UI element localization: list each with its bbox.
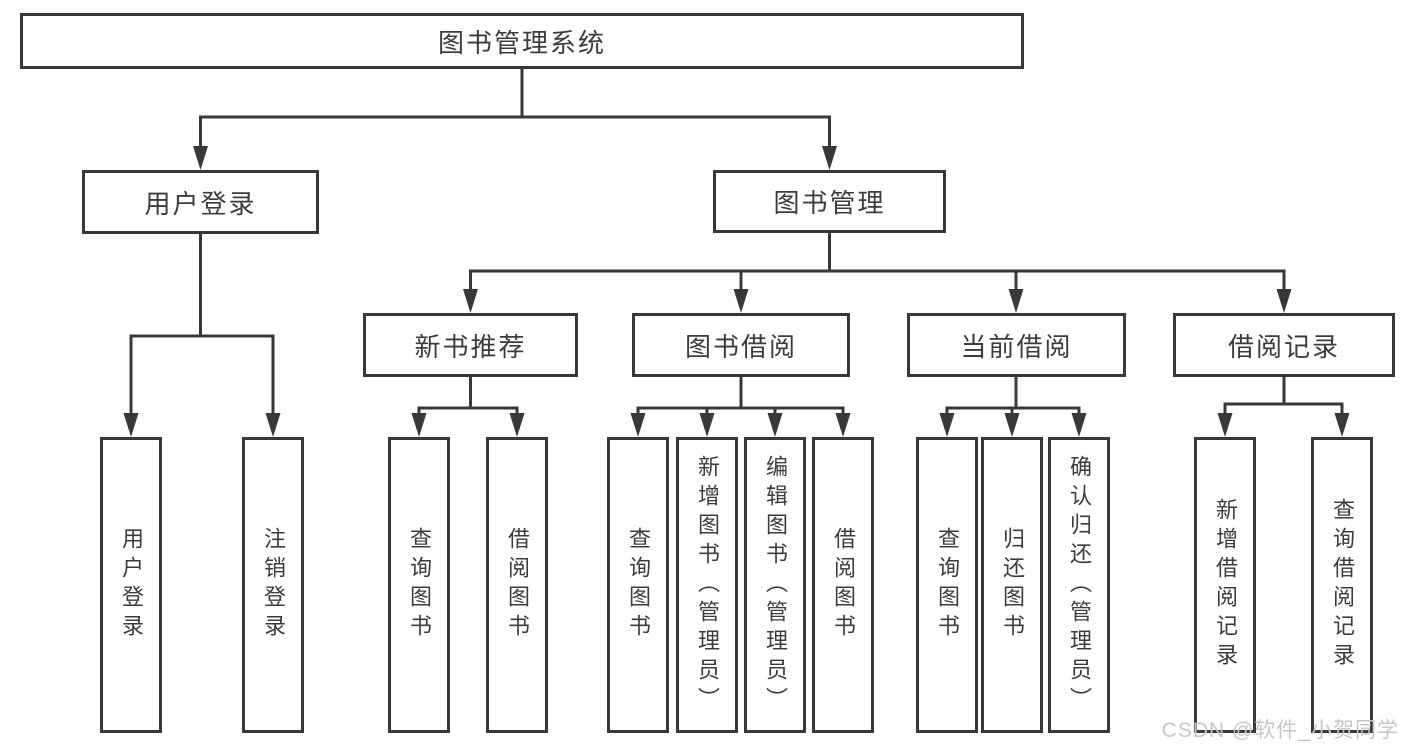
leaf-recommend-query-books: 查询图书 — [388, 437, 450, 733]
leaf-query-borrow-record-label: 查询借阅记录 — [1330, 498, 1355, 672]
leaf-recommend-borrow-books: 借阅图书 — [486, 437, 548, 733]
leaf-return-books: 归还图书 — [981, 437, 1043, 733]
node-user-login: 用户登录 — [82, 170, 319, 234]
leaf-borrow-query-books: 查询图书 — [607, 437, 669, 733]
leaf-recommend-borrow-books-label: 借阅图书 — [505, 527, 530, 643]
node-library-system: 图书管理系统 — [20, 13, 1024, 69]
leaf-borrow-query-books-label: 查询图书 — [626, 527, 651, 643]
leaf-user-login-label: 用户登录 — [119, 527, 144, 643]
leaf-current-query-books-label: 查询图书 — [935, 527, 960, 643]
node-book-borrow-label: 图书借阅 — [684, 331, 797, 362]
leaf-confirm-return-admin: 确认归还（管理员） — [1048, 437, 1110, 733]
leaf-edit-books-admin: 编辑图书（管理员） — [744, 437, 806, 733]
node-book-borrow: 图书借阅 — [632, 313, 850, 377]
node-current-borrow: 当前借阅 — [907, 313, 1126, 377]
node-book-management-label: 图书管理 — [773, 188, 886, 218]
leaf-add-borrow-record-label: 新增借阅记录 — [1213, 498, 1238, 672]
leaf-borrow-books-label: 借阅图书 — [831, 527, 856, 643]
node-book-management: 图书管理 — [713, 170, 946, 233]
arrowhead-icons — [123, 146, 1350, 437]
node-new-book-recommend-label: 新书推荐 — [414, 331, 527, 362]
leaf-add-borrow-record: 新增借阅记录 — [1194, 437, 1256, 733]
leaf-logout: 注销登录 — [242, 437, 304, 733]
leaf-borrow-books: 借阅图书 — [812, 437, 874, 733]
leaf-confirm-return-admin-label: 确认归还（管理员） — [1067, 454, 1092, 716]
leaf-user-login: 用户登录 — [100, 437, 162, 733]
node-library-system-label: 图书管理系统 — [437, 27, 606, 58]
csdn-watermark: CSDN @软件_小贺同学 — [1161, 719, 1399, 742]
node-borrow-records-label: 借阅记录 — [1227, 331, 1340, 362]
node-new-book-recommend: 新书推荐 — [363, 313, 578, 377]
node-current-borrow-label: 当前借阅 — [960, 331, 1073, 362]
leaf-add-books-admin: 新增图书（管理员） — [676, 437, 738, 733]
leaf-query-borrow-record: 查询借阅记录 — [1311, 437, 1373, 733]
leaf-add-books-admin-label: 新增图书（管理员） — [695, 454, 720, 716]
leaf-recommend-query-books-label: 查询图书 — [407, 527, 432, 643]
leaf-edit-books-admin-label: 编辑图书（管理员） — [763, 454, 788, 716]
node-borrow-records: 借阅记录 — [1173, 313, 1395, 377]
leaf-return-books-label: 归还图书 — [1000, 527, 1025, 643]
leaf-current-query-books: 查询图书 — [916, 437, 978, 733]
node-user-login-label: 用户登录 — [144, 188, 257, 219]
leaf-logout-label: 注销登录 — [261, 527, 286, 643]
